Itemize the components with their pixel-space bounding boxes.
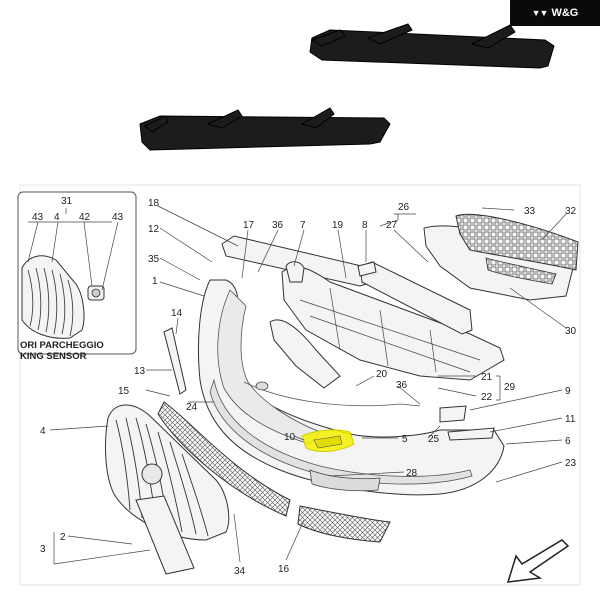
direction-arrow-icon (506, 539, 570, 583)
inner-support (269, 319, 341, 389)
callout-4: 4 (40, 426, 46, 437)
part-10-shape (313, 435, 343, 449)
callout-30: 30 (565, 326, 577, 337)
logo-mark-icon: ▼▼ (531, 8, 549, 18)
callout-35: 35 (148, 254, 160, 265)
callout-33: 33 (524, 206, 536, 217)
callout-21: 21 (481, 372, 493, 383)
lower-mesh-24 (157, 401, 291, 517)
upper-grille-assembly (423, 213, 579, 301)
logo-text: W&G (551, 7, 579, 19)
callout-32: 32 (565, 206, 577, 217)
inset-caption-line2: KING SENSOR (20, 351, 87, 362)
callout-6: 6 (565, 436, 571, 447)
part-11-area (439, 405, 467, 423)
callout-1: 1 (152, 276, 158, 287)
parking-sensor-inset: 31 43 4 42 43 ORI PARCHEGGIO KING SENSOR (17, 191, 137, 362)
callout-13: 13 (134, 366, 146, 377)
license-plate-bracket (135, 495, 195, 575)
callout-36a: 36 (272, 220, 284, 231)
bracket-7 (285, 261, 305, 283)
crossmember-ribs (299, 287, 481, 373)
callout-8: 8 (362, 220, 368, 231)
callout-34: 34 (234, 566, 246, 577)
inset-callout-43a: 43 (32, 212, 44, 223)
lower-mesh-16 (297, 505, 391, 543)
callout-10-highlighted: 10 (284, 432, 296, 443)
part-11-strip (447, 427, 495, 441)
brand-logo: ▼▼ W&G (510, 0, 600, 26)
callout-9: 9 (565, 386, 571, 397)
callout-19: 19 (332, 220, 344, 231)
callout-leaders (49, 205, 567, 565)
callout-36b: 36 (396, 380, 408, 391)
callout-7: 7 (300, 220, 306, 231)
callout-25: 25 (428, 434, 440, 445)
callout-29: 29 (504, 382, 516, 393)
inset-number: 31 (61, 196, 73, 207)
callout-11: 11 (565, 414, 576, 425)
callout-15: 15 (118, 386, 130, 397)
inset-callout-4: 4 (54, 212, 60, 223)
callout-17: 17 (243, 220, 255, 231)
callout-5: 5 (402, 434, 408, 445)
callout-26: 26 (398, 202, 410, 213)
callout-3: 3 (40, 544, 46, 555)
callout-16: 16 (278, 564, 290, 575)
diagram-frame (19, 184, 581, 586)
inset-caption-line1: ORI PARCHEGGIO (20, 340, 104, 351)
inset-callout-42: 42 (79, 212, 91, 223)
trim-strip-photo-upper (309, 23, 555, 69)
callout-labels: 18 17 36 7 19 8 26 27 33 32 12 35 1 14 1… (40, 198, 577, 577)
group-brackets (379, 214, 501, 401)
callout-18: 18 (148, 198, 160, 209)
front-grille-4 (105, 404, 230, 541)
callout-22: 22 (481, 392, 493, 403)
callout-24: 24 (186, 402, 198, 413)
inset-callout-43b: 43 (112, 212, 124, 223)
callout-20: 20 (376, 369, 388, 380)
callout-28: 28 (406, 468, 418, 479)
front-bumper-cover (197, 279, 505, 496)
callout-27: 27 (386, 220, 398, 231)
trim-strip-photo-lower (139, 107, 391, 151)
callout-23: 23 (565, 458, 577, 469)
callout-12: 12 (148, 224, 160, 235)
callout-2: 2 (60, 532, 66, 543)
part-8 (357, 261, 377, 277)
side-trim-14 (163, 327, 187, 395)
callout-14: 14 (171, 308, 183, 319)
